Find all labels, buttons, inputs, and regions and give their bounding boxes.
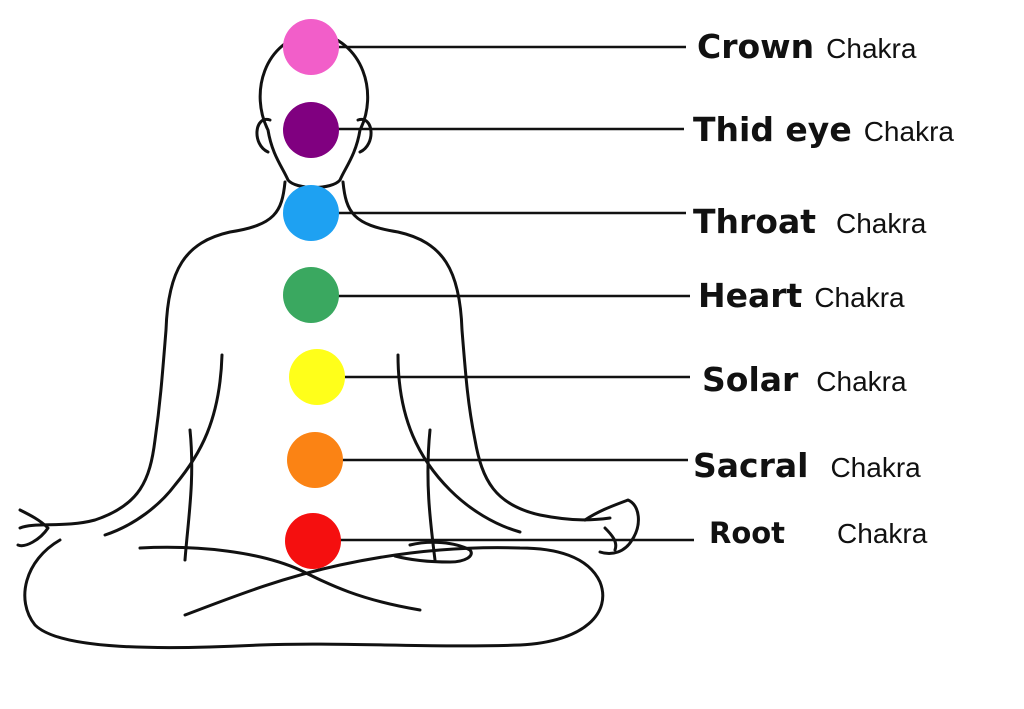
chakra-suffix: Chakra [863,116,954,147]
chakra-suffix: Chakra [816,366,907,397]
chakra-label-third-eye: Thid eye Chakra [693,113,954,146]
figure-lower-leg [138,545,422,612]
chakra-label-heart: Heart Chakra [698,279,905,312]
chakra-dot-sacral [287,432,343,488]
figure-left-hand [16,508,50,548]
figure-left-ear [255,118,272,154]
chakra-suffix: Chakra [814,282,905,313]
figure-right-inner-arm [396,353,522,534]
chakra-name: Solar [702,360,799,399]
figure-left-torso-arm [18,180,287,530]
chakra-label-root: Root Chakra [709,519,927,548]
chakra-dot-throat [283,185,339,241]
chakra-name: Thid eye [693,110,852,149]
chakra-dot-third-eye [283,102,339,158]
chakra-label-crown: Crown Chakra [697,30,916,63]
chakra-dot-crown [283,19,339,75]
chakra-dot-solar [289,349,345,405]
chakra-name: Heart [698,276,803,315]
figure-crossed-legs [23,538,605,650]
chakra-label-sacral: Sacral Chakra [693,449,921,482]
chakra-name: Root [709,516,786,550]
chakra-name: Crown [697,27,815,66]
chakra-dot-root [285,513,341,569]
chakra-name: Throat [693,202,816,241]
chakra-suffix: Chakra [837,518,928,549]
chakra-label-solar: Solar Chakra [702,363,907,396]
figure-foot [393,540,473,564]
chakra-dot-heart [283,267,339,323]
chakra-suffix: Chakra [836,208,927,239]
chakra-name: Sacral [693,446,809,485]
chakra-suffix: Chakra [826,33,917,64]
chakra-suffix: Chakra [830,452,921,483]
figure-left-inner-arm [103,353,224,537]
figure-right-hand [583,498,640,555]
chakra-label-throat: Throat Chakra [693,205,926,238]
figure-right-ear [356,118,373,154]
figure-right-torso-arm [341,180,612,522]
